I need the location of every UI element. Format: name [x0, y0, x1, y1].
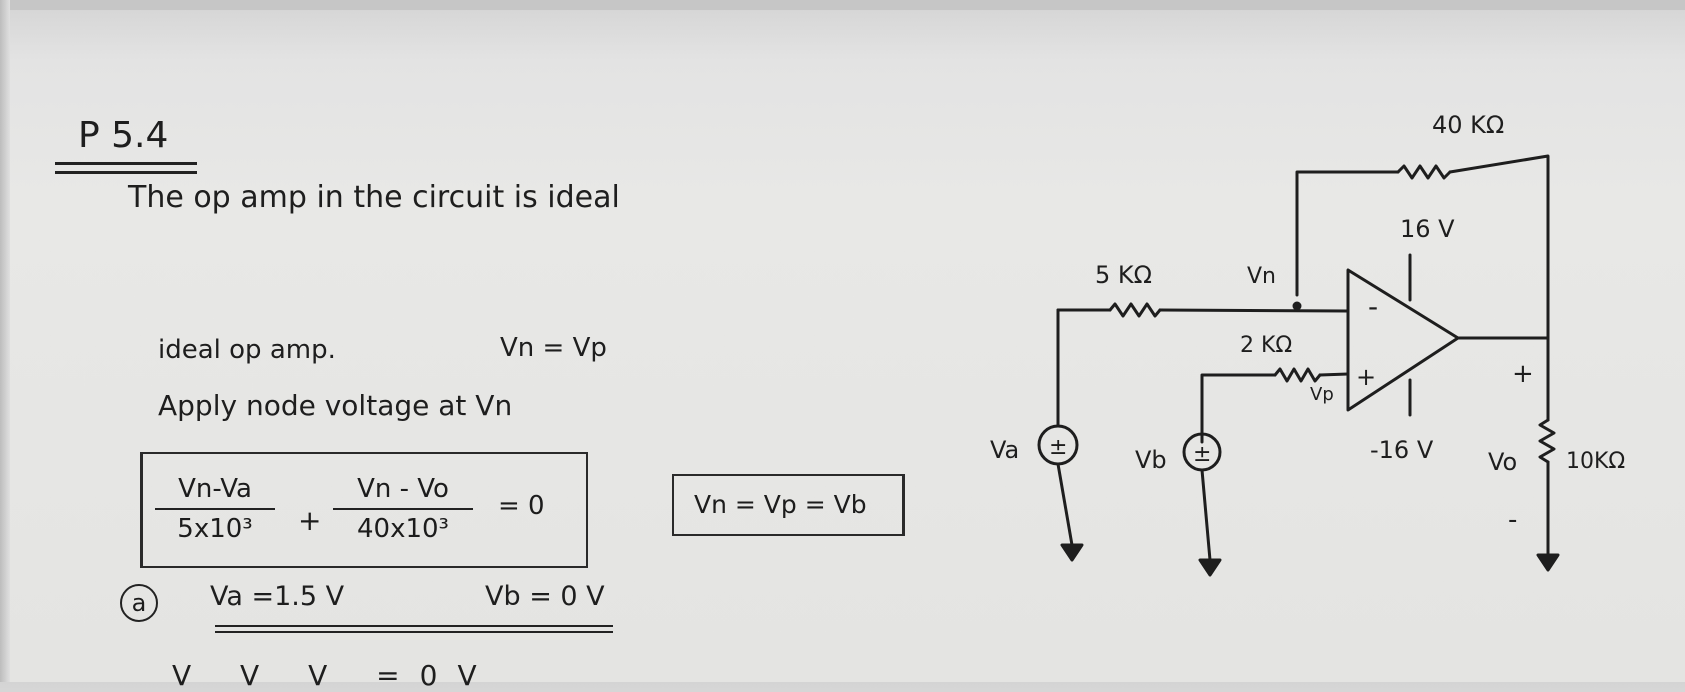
apply-node-voltage-note: Apply node voltage at Vn — [158, 389, 513, 422]
va-wire-down — [1056, 462, 1074, 547]
photo-left-edge — [0, 0, 10, 682]
load-ground — [1536, 553, 1560, 572]
title-underline — [55, 162, 197, 174]
label-neg-16v: -16 V — [1370, 436, 1434, 464]
boxed-relation: Vn = Vp = Vb — [694, 490, 867, 519]
op-amp-body — [1346, 268, 1460, 412]
vb-ground — [1198, 558, 1222, 577]
vb-source-sign: ± — [1193, 442, 1211, 467]
load-resistor — [1538, 418, 1556, 464]
term1-numerator: Vn-Va — [178, 474, 252, 504]
vb-wire-down — [1200, 468, 1212, 562]
feedback-wire — [1295, 170, 1400, 297]
vn-node — [1292, 301, 1302, 311]
feedback-wire-right — [1448, 154, 1550, 340]
ideal-op-amp-note: ideal op amp. — [158, 335, 336, 365]
noninverting-input-wire — [1318, 372, 1350, 377]
given-va: Va =1.5 V — [210, 581, 345, 612]
photo-top-edge — [0, 0, 1685, 10]
plus-sign: + — [298, 504, 322, 537]
given-vb: Vb = 0 V — [485, 581, 605, 612]
vn-vp-vb-box: Vn = Vp = Vb — [672, 474, 905, 536]
output-plus-sign: + — [1512, 359, 1534, 389]
label-vo: Vo — [1488, 448, 1517, 476]
problem-title: P 5.4 — [78, 115, 169, 156]
label-40k: 40 KΩ — [1432, 111, 1504, 139]
problem-statement: The op amp in the circuit is ideal — [128, 180, 620, 215]
vn-equals-vp: Vn = Vp — [500, 333, 607, 363]
label-vp: Vp — [1310, 384, 1334, 405]
label-2k: 2 KΩ — [1240, 333, 1292, 358]
fraction-bar — [155, 508, 275, 510]
plus-resistor — [1273, 367, 1322, 383]
given-underline — [215, 625, 613, 633]
noninverting-sign: + — [1356, 363, 1376, 391]
fraction-term-1: Vn-Va 5x10³ — [155, 474, 275, 544]
part-a-marker: a — [120, 584, 158, 622]
fraction-bar — [333, 508, 473, 510]
label-5k: 5 KΩ — [1095, 261, 1152, 289]
label-va: Va — [990, 436, 1019, 464]
vb-wire — [1200, 373, 1277, 444]
inverting-input-wire — [1158, 308, 1350, 313]
label-vb: Vb — [1135, 446, 1167, 474]
fraction-term-2: Vn - Vo 40x10³ — [333, 474, 473, 544]
output-minus-sign: - — [1508, 505, 1517, 535]
node-equation-box: Vn-Va 5x10³ + Vn - Vo 40x10³ = 0 — [140, 452, 588, 568]
input-resistor — [1108, 302, 1162, 318]
va-source-sign: ± — [1049, 435, 1067, 460]
va-ground — [1060, 543, 1084, 562]
feedback-resistor — [1396, 164, 1452, 180]
term2-numerator: Vn - Vo — [357, 474, 449, 504]
label-10k: 10KΩ — [1566, 449, 1625, 474]
inverting-sign: - — [1368, 290, 1378, 323]
equals-zero: = 0 — [498, 491, 545, 521]
term2-denominator: 40x10³ — [357, 514, 449, 544]
label-16v: 16 V — [1400, 215, 1455, 243]
label-vn: Vn — [1247, 264, 1276, 289]
circuit-labels: 40 KΩ 16 V 5 KΩ Vn 2 KΩ Vp Va Vb ± ± -16… — [990, 111, 1625, 535]
term1-denominator: 5x10³ — [177, 514, 253, 544]
